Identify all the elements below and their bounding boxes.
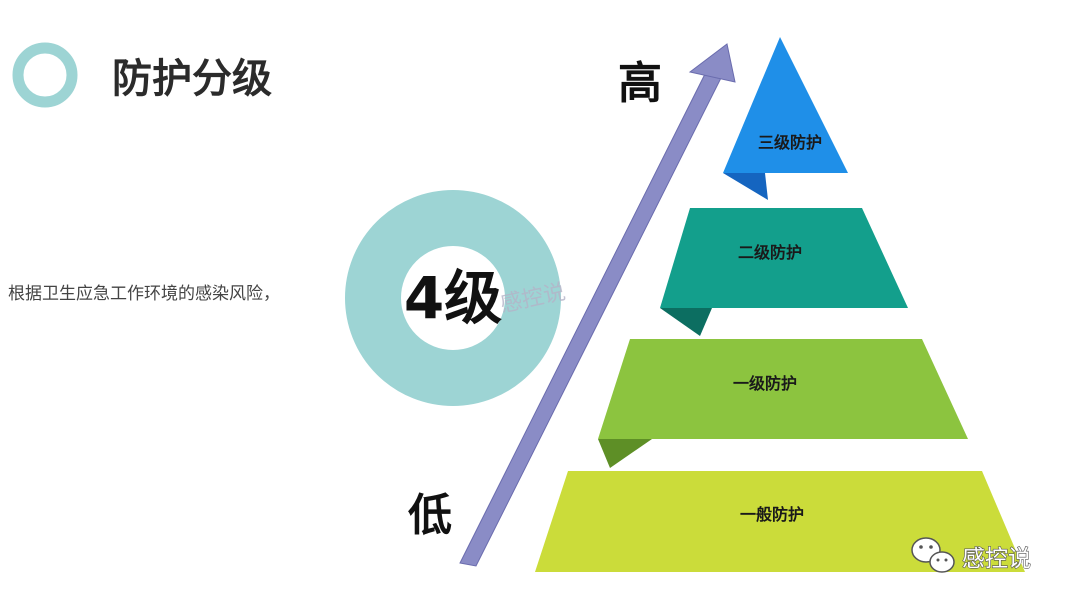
pyramid: 三级防护 二级防护 一级防护 一般防护 — [535, 37, 1025, 572]
tier-level-1-fold — [598, 439, 652, 468]
tier-level-3-shape — [723, 37, 848, 173]
tier-level-2: 二级防护 — [660, 208, 908, 336]
title-bullet-ring — [12, 42, 78, 108]
brand-footer: 感控说 — [911, 537, 1032, 573]
brand-name: 感控说 — [962, 546, 1031, 572]
tier-level-3-fold — [723, 173, 768, 200]
description-text: 根据卫生应急工作环境的感染风险， — [8, 284, 280, 304]
wechat-icon — [911, 537, 955, 573]
level-count-label: 4级 — [404, 264, 502, 332]
tier-general-shape — [535, 471, 1025, 572]
tier-level-1: 一级防护 — [598, 339, 968, 468]
page-title: 防护分级 — [112, 56, 272, 102]
rising-arrow — [459, 43, 736, 567]
tier-level-2-fold — [660, 308, 712, 336]
level-count-ring — [345, 190, 561, 406]
tier-level-1-label: 一级防护 — [733, 374, 797, 393]
tier-general-label: 一般防护 — [740, 505, 804, 524]
tier-general: 一般防护 — [535, 471, 1025, 572]
tier-level-2-label: 二级防护 — [738, 243, 802, 262]
axis-high-label: 高 — [618, 58, 662, 109]
tier-level-2-shape — [660, 208, 908, 308]
tier-level-1-shape — [598, 339, 968, 439]
tier-level-3-label: 三级防护 — [758, 133, 822, 152]
tier-level-3: 三级防护 — [723, 37, 848, 200]
axis-low-label: 低 — [408, 490, 452, 541]
